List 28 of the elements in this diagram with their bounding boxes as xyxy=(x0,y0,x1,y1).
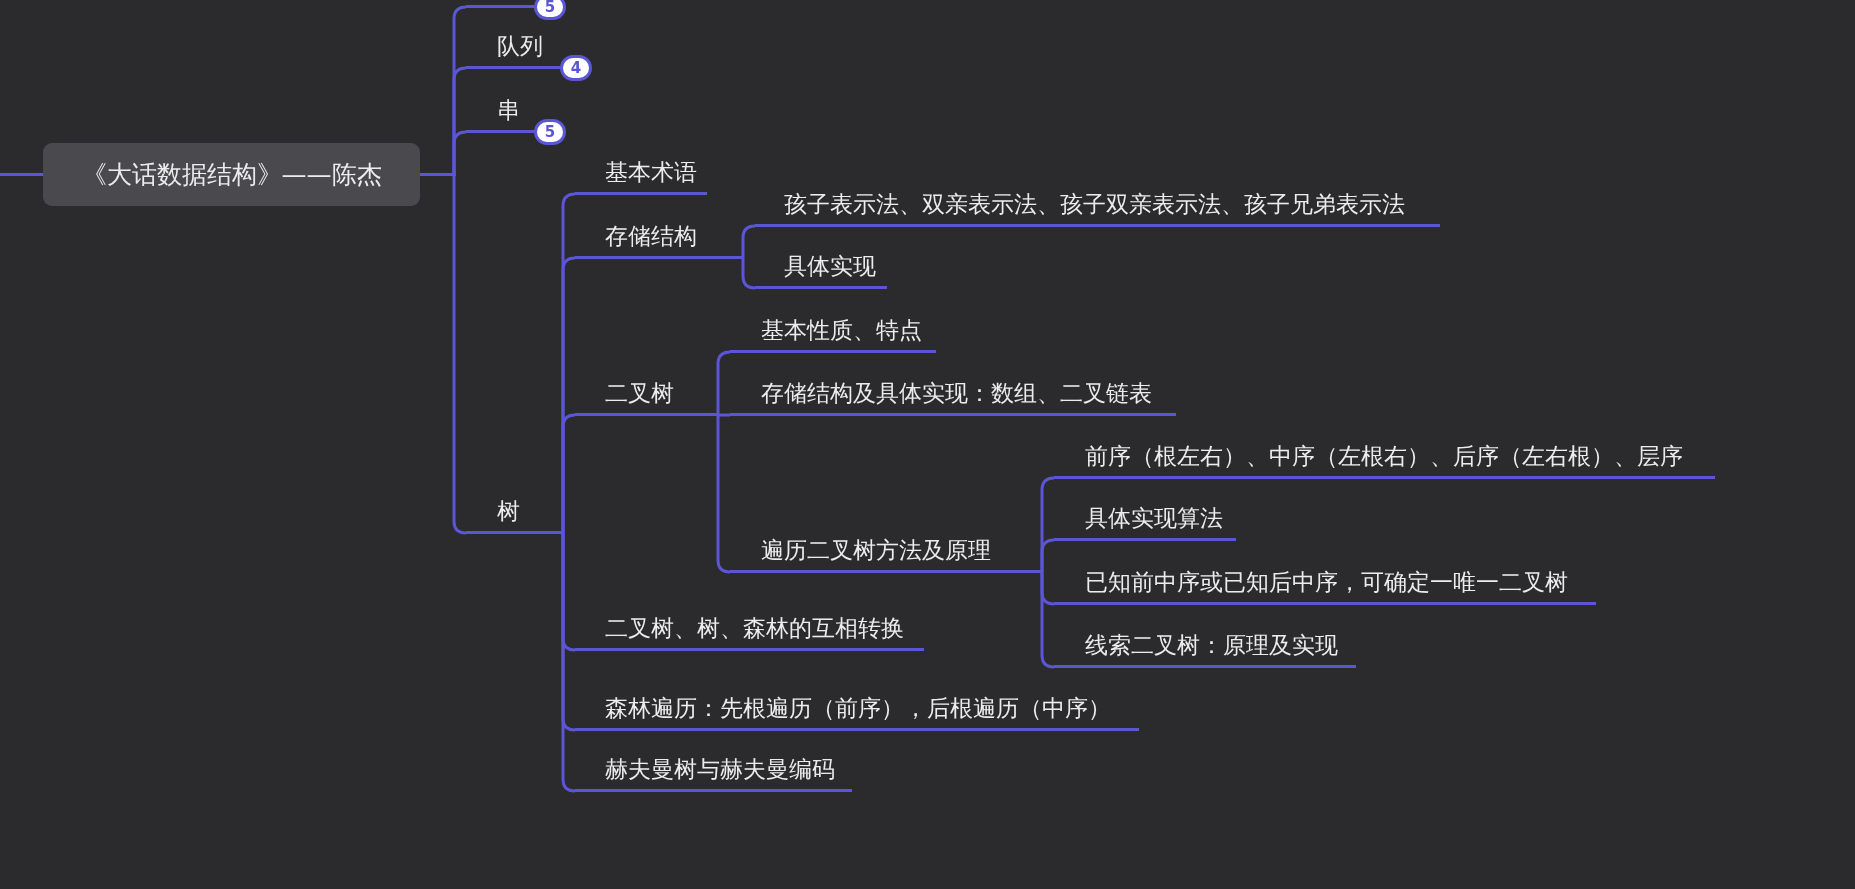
topic-label: 树 xyxy=(497,497,520,525)
topic-label: 基本性质、特点 xyxy=(761,316,922,344)
topic-label: 赫夫曼树与赫夫曼编码 xyxy=(605,755,835,783)
connector-line xyxy=(1040,538,1056,572)
topic-label: 存储结构及具体实现：数组、二叉链表 xyxy=(761,379,1152,407)
count-badge: 5 xyxy=(534,119,566,145)
connector-line xyxy=(0,173,43,176)
count-badge: 4 xyxy=(560,55,592,81)
topic-label: 前序（根左右）、中序（左根右）、后序（左右根）、层序 xyxy=(1085,442,1683,470)
topic-label: 孩子表示法、双亲表示法、孩子双亲表示法、孩子兄弟表示法 xyxy=(784,190,1405,218)
connector-line xyxy=(561,413,577,533)
topic-label: 存储结构 xyxy=(605,222,697,250)
topic-label: 二叉树、树、森林的互相转换 xyxy=(605,614,904,642)
topic-label: 线索二叉树：原理及实现 xyxy=(1085,631,1338,659)
topic-label: 基本术语 xyxy=(605,158,697,186)
topic-label: 森林遍历：先根遍历（前序），后根遍历（中序） xyxy=(605,694,1111,722)
root-topic: 《大话数据结构》——陈杰 xyxy=(43,143,420,206)
topic-label: 具体实现 xyxy=(784,252,876,280)
topic-label: 已知前中序或已知后中序，可确定一唯一二叉树 xyxy=(1085,568,1568,596)
connector-line xyxy=(741,258,757,290)
connector-line xyxy=(741,224,757,258)
topic-label: 遍历二叉树方法及原理 xyxy=(761,536,991,564)
connector-line xyxy=(718,413,730,417)
topic-label: 具体实现算法 xyxy=(1085,504,1223,532)
topic-label: 串 xyxy=(497,96,520,124)
count-badge: 5 xyxy=(534,0,566,20)
topic-label: 队列 xyxy=(497,32,543,60)
topic-label: 二叉树 xyxy=(605,379,674,407)
